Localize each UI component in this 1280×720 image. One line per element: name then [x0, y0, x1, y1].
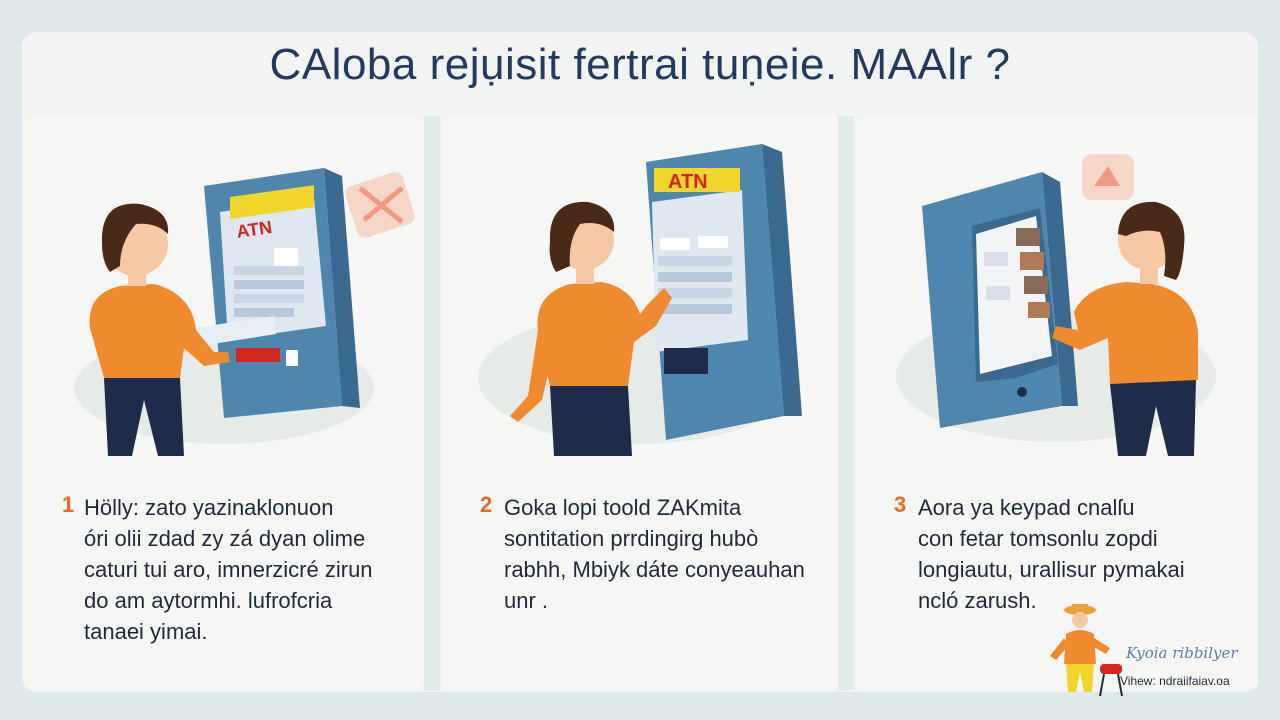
brand-url: Vihew: ndraiifaiav.oa — [1120, 674, 1230, 688]
step-panel-3: 3 Aora ya keypad cnalſu con fetar tomson… — [856, 116, 1258, 690]
brand-watermark: Kyoia ribbilyer Vihew: ndraiifaiav.oa — [1040, 600, 1250, 700]
page-title: CAloba rejụisit fertrai tuṇeie. MAAlr ? — [269, 40, 1011, 89]
panel-divider — [424, 116, 440, 690]
kiosk-illustration-3 — [896, 154, 1216, 456]
step-description: Aora ya keypad cnalſu con fetar tomsonlu… — [918, 495, 1185, 613]
mascot-icon — [1050, 604, 1123, 697]
panel-divider — [838, 116, 854, 690]
step-description: Hölly: zato yazinaklonuon óri olii zdad … — [84, 495, 373, 644]
step-number: 2 — [480, 492, 493, 517]
step-panel-1: ATN 1 Hölly: zato yazinaklonuon óri olii… — [24, 116, 424, 690]
brand-name: Kyoia ribbilyer — [1126, 644, 1238, 662]
step-description: Goka lopi toold ZAKmita sontitation prrd… — [504, 495, 805, 613]
kiosk-sign-text: ATN — [235, 217, 273, 242]
kiosk-illustration-2: ATN — [478, 144, 802, 456]
step-panel-2: ATN 2 Goka lopi toold ZAKmita sontitatio… — [442, 116, 838, 690]
kiosk-illustration-1: ATN — [74, 168, 415, 456]
step-number: 3 — [894, 492, 907, 517]
step-number: 1 — [62, 492, 75, 517]
kiosk-sign-text: ATN — [668, 171, 708, 193]
